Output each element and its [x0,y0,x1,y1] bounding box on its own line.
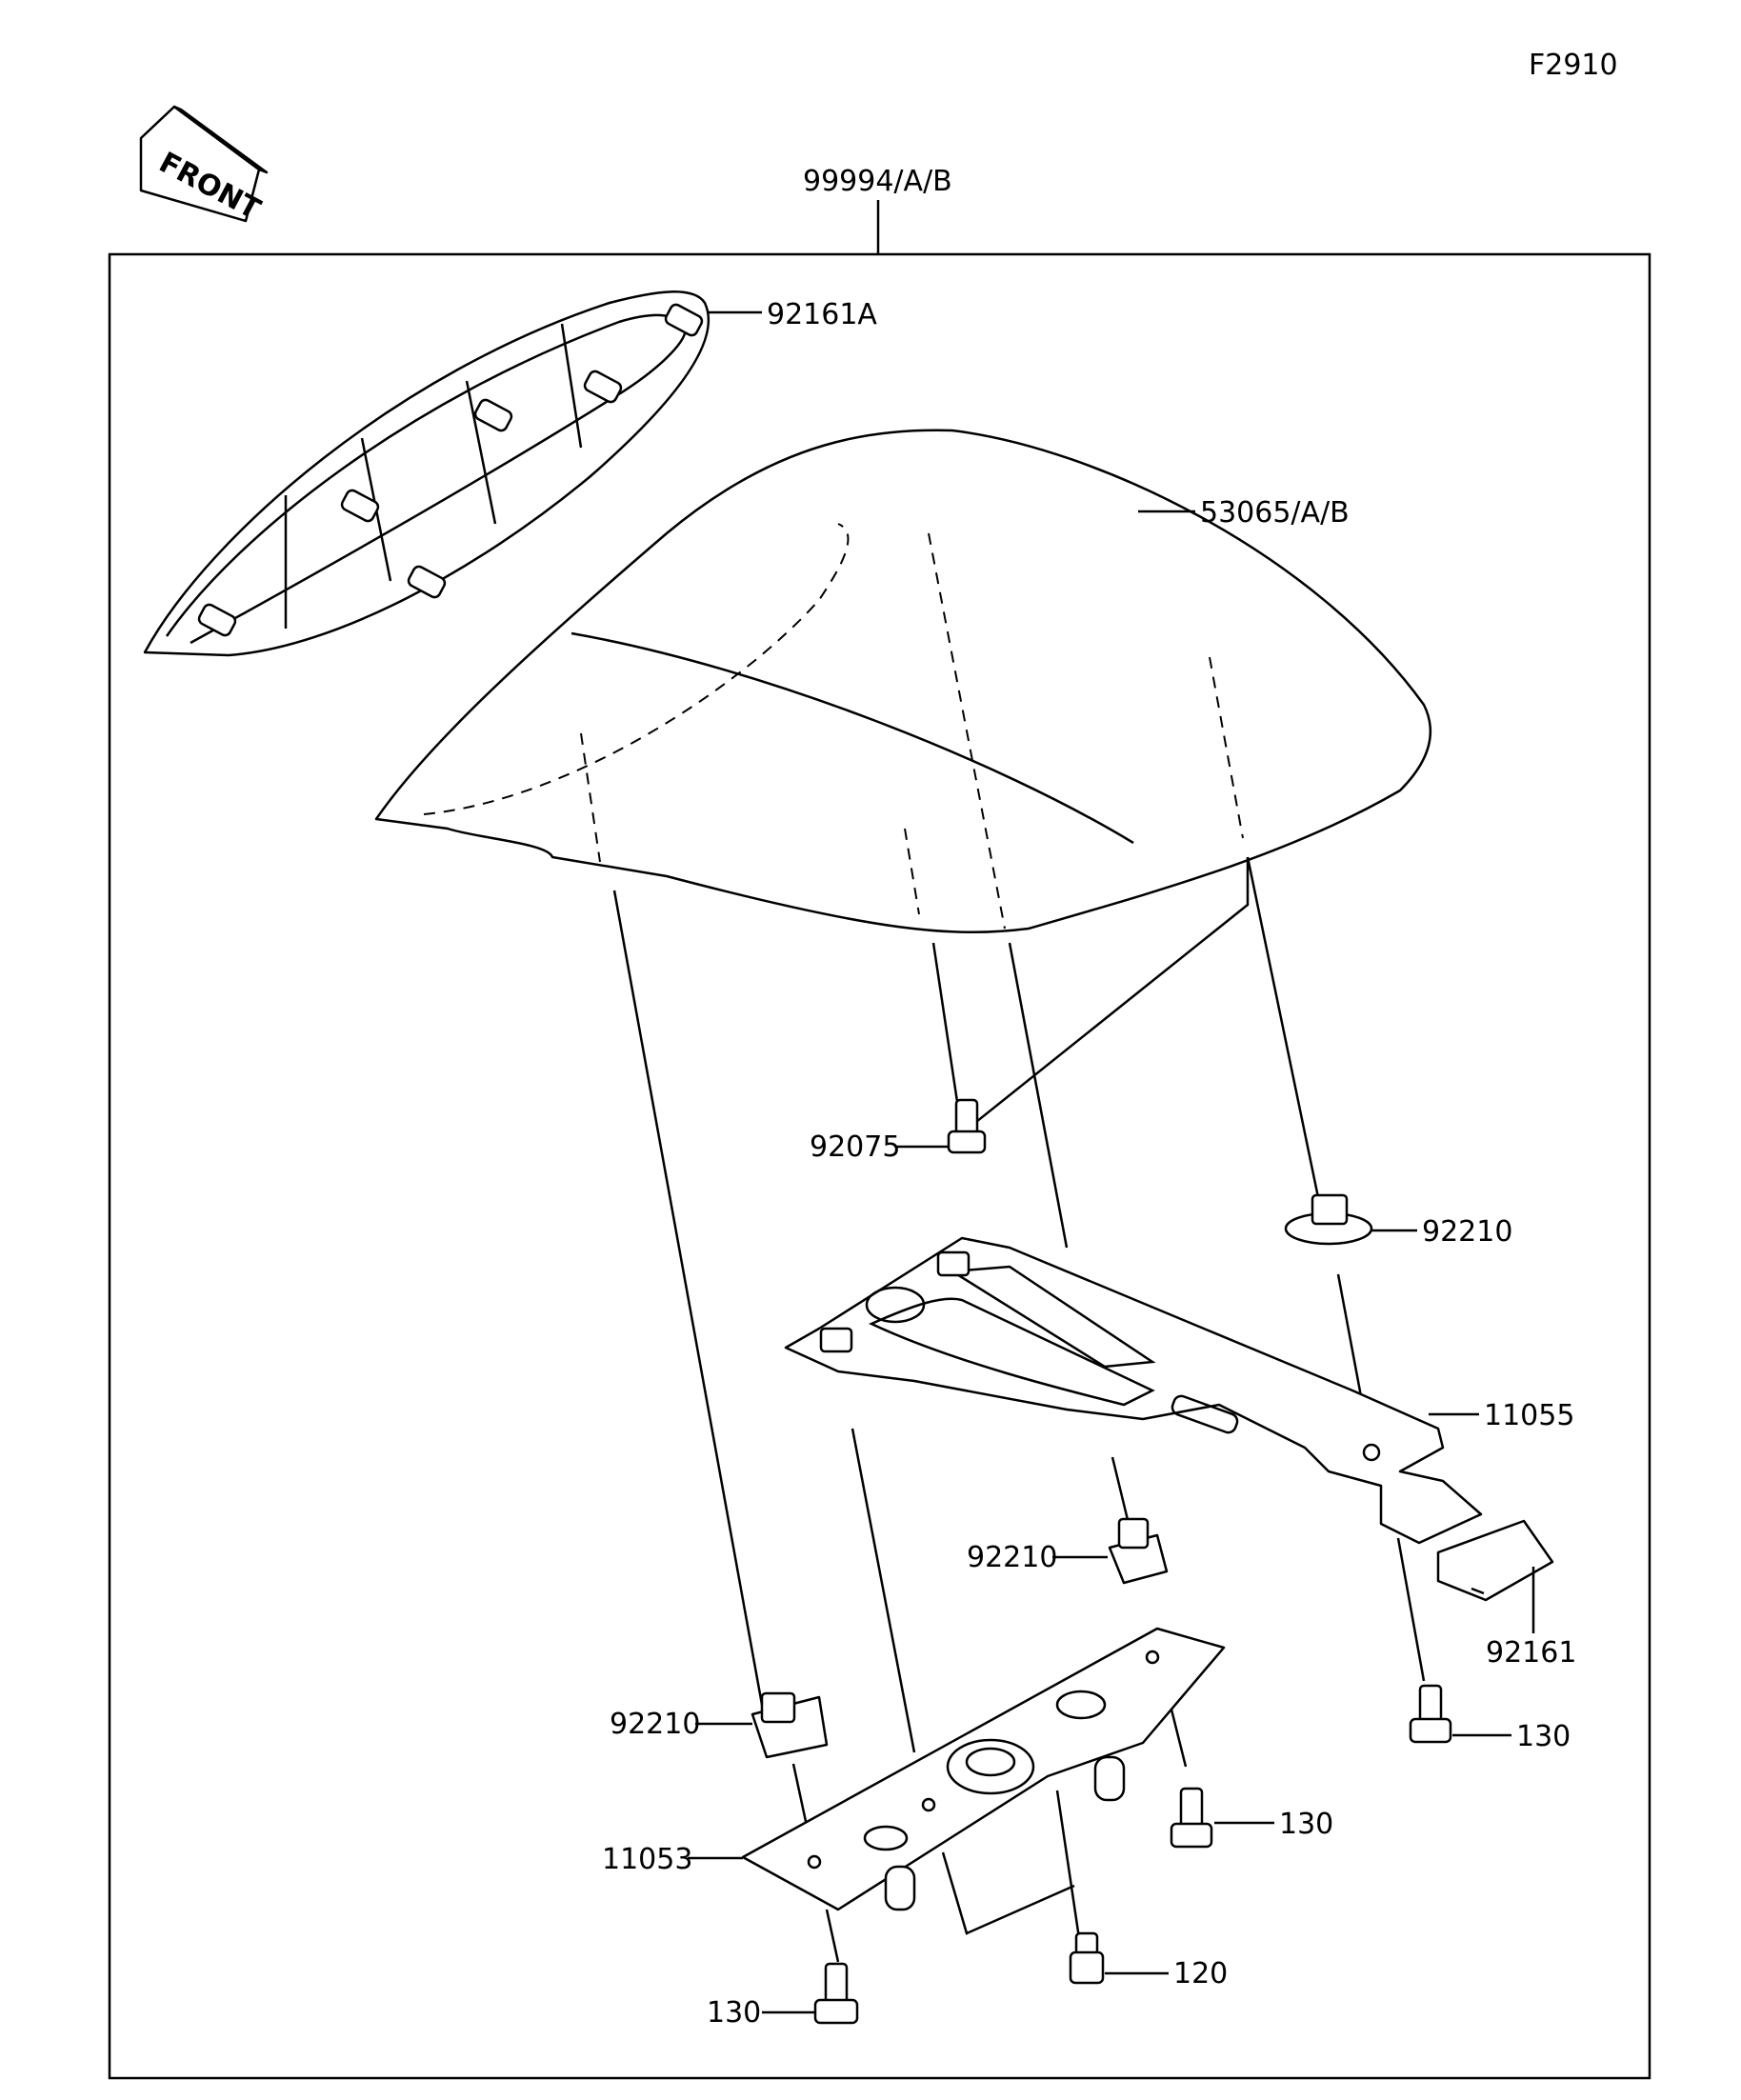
callout-assembly: 99994/A/B [803,165,952,198]
front-arrow-icon: FRONT [139,105,269,227]
bolt-part-center [1170,1787,1213,1849]
callout-bracket-lower: 11053 [602,1843,692,1876]
callout-bracket-upper: 11055 [1484,1399,1574,1432]
callout-screw-bottom: 120 [1173,1957,1228,1990]
bolt-part-left [813,1962,859,2025]
upper-bracket-part [784,1236,1483,1545]
nut-part-center [1108,1517,1169,1585]
callout-nut-left: 92210 [610,1708,700,1741]
lower-bracket-part [741,1627,1226,1911]
seat-cover-part [374,429,1432,934]
callout-bolt-top: 92075 [810,1130,900,1164]
callout-nut-center: 92210 [967,1541,1057,1574]
assembly-frame [108,252,1651,2080]
bolt-part-right [1409,1684,1452,1744]
callout-nut-right: 92210 [1422,1215,1512,1249]
nut-part-left [750,1691,829,1759]
callout-cover-frame: 92161A [767,298,877,331]
bolt-part-92075 [947,1098,987,1154]
callout-bolt-left: 130 [707,1996,761,2030]
callout-bolt-right: 130 [1516,1720,1571,1753]
figure-code: F2910 [1529,49,1618,82]
callout-bolt-center: 130 [1279,1808,1333,1841]
cushion-part [1436,1519,1554,1602]
nut-part-right [1284,1193,1373,1246]
cover-frame-part [143,290,710,657]
callout-cushion: 92161 [1486,1636,1576,1670]
screw-part [1069,1931,1105,1985]
callout-seat-cover: 53065/A/B [1200,496,1350,530]
